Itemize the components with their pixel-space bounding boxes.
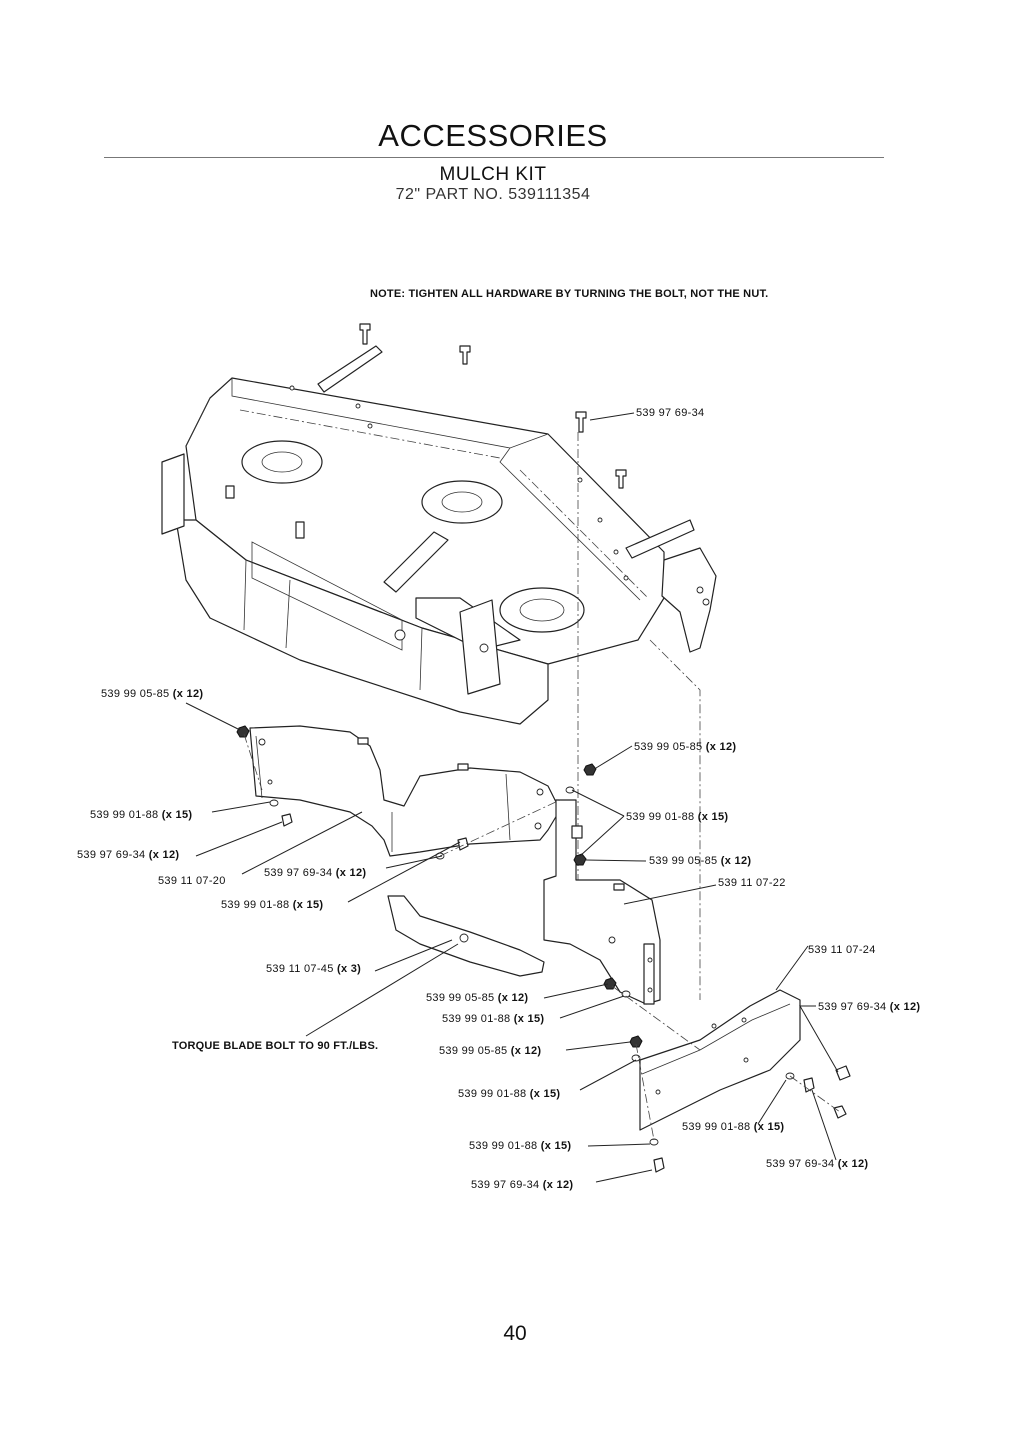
- callout-bolt-base: 539 97 69-34 (x 12): [471, 1179, 573, 1191]
- callout-washer-left: 539 99 01-88 (x 15): [90, 809, 192, 821]
- callout-baffle-left: 539 11 07-20: [158, 875, 226, 887]
- baffle-left: [249, 725, 561, 857]
- callout-blade: 539 11 07-45 (x 3): [266, 963, 361, 975]
- mower-deck: [161, 323, 717, 1000]
- callout-washer-lower: 539 99 01-88 (x 15): [442, 1013, 544, 1025]
- callout-washer-mid: 539 99 01-88 (x 15): [626, 811, 728, 823]
- spindle-pad-center: [421, 480, 503, 524]
- hardware-note: NOTE: TIGHTEN ALL HARDWARE BY TURNING TH…: [370, 288, 768, 300]
- spindle-pad-right: [499, 587, 585, 633]
- callout-nut-left: 539 99 05-85 (x 12): [101, 688, 203, 700]
- page-number: 40: [503, 1322, 527, 1345]
- title-divider: [104, 157, 884, 158]
- callout-washer-right-bottom: 539 99 01-88 (x 15): [682, 1121, 784, 1133]
- torque-note: TORQUE BLADE BOLT TO 90 FT./LBS.: [172, 1040, 378, 1052]
- page-title: ACCESSORIES: [378, 118, 608, 153]
- mulching-blade: [387, 895, 545, 977]
- kit-part-number: 72" PART NO. 539111354: [395, 186, 591, 203]
- callout-bolt-left: 539 97 69-34 (x 12): [77, 849, 179, 861]
- callout-nut-mid: 539 99 05-85 (x 12): [634, 741, 736, 753]
- callout-bolt-right-bottom: 539 97 69-34 (x 12): [766, 1158, 868, 1170]
- callout-nut-bottom: 539 99 05-85 (x 12): [439, 1045, 541, 1057]
- callout-washer-bottom: 539 99 01-88 (x 15): [458, 1088, 560, 1100]
- baffle-center: [543, 799, 661, 1005]
- callout-nut-lower: 539 99 05-85 (x 12): [426, 992, 528, 1004]
- spindle-pad-left: [241, 440, 323, 484]
- hardware: [236, 725, 851, 1173]
- callout-bolt-right: 539 97 69-34 (x 12): [818, 1001, 920, 1013]
- callout-nut-right-upper: 539 99 05-85 (x 12): [649, 855, 751, 867]
- callout-baffle-center: 539 11 07-22: [718, 877, 786, 889]
- callout-washer-base: 539 99 01-88 (x 15): [469, 1140, 571, 1152]
- callout-bolt-center: 539 97 69-34 (x 12): [264, 867, 366, 879]
- callout-baffle-right: 539 11 07-24: [808, 944, 876, 956]
- callout-bolt-top: 539 97 69-34: [636, 407, 704, 419]
- leader-lines: [185, 412, 839, 1183]
- callout-washer-center: 539 99 01-88 (x 15): [221, 899, 323, 911]
- kit-name: MULCH KIT: [439, 164, 547, 185]
- baffle-right: [639, 989, 801, 1131]
